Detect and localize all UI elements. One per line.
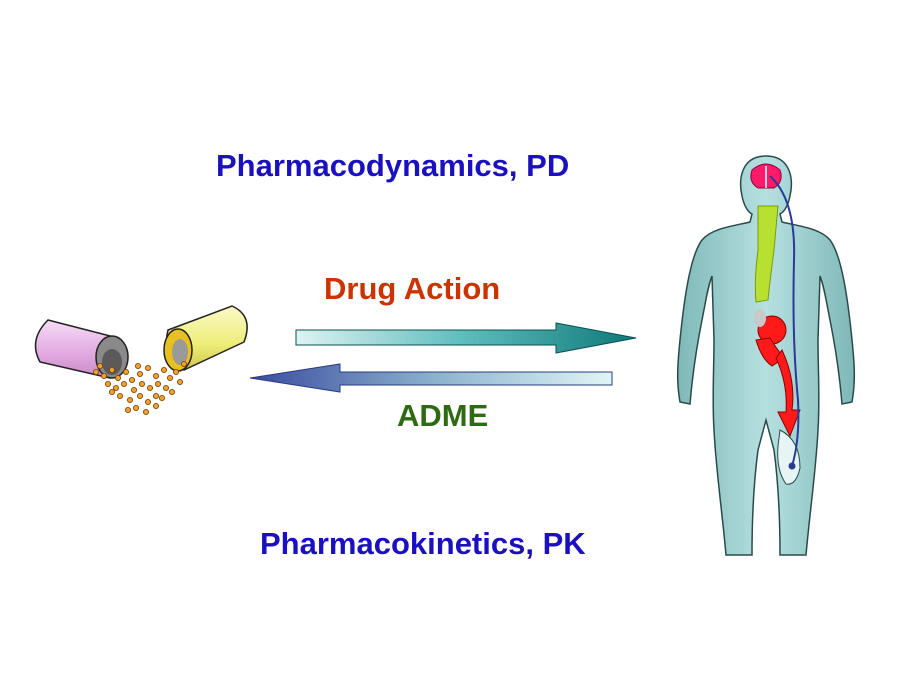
adme-arrow (249, 363, 613, 393)
open-capsule-icon (34, 305, 248, 415)
adme-label: ADME (397, 398, 489, 433)
human-body-icon (676, 155, 856, 556)
pharmacodynamics-label: Pharmacodynamics, PD (216, 148, 570, 183)
pharmacokinetics-label: Pharmacokinetics, PK (260, 526, 586, 561)
drug-action-label: Drug Action (324, 271, 501, 306)
drug-action-arrow (295, 322, 637, 354)
